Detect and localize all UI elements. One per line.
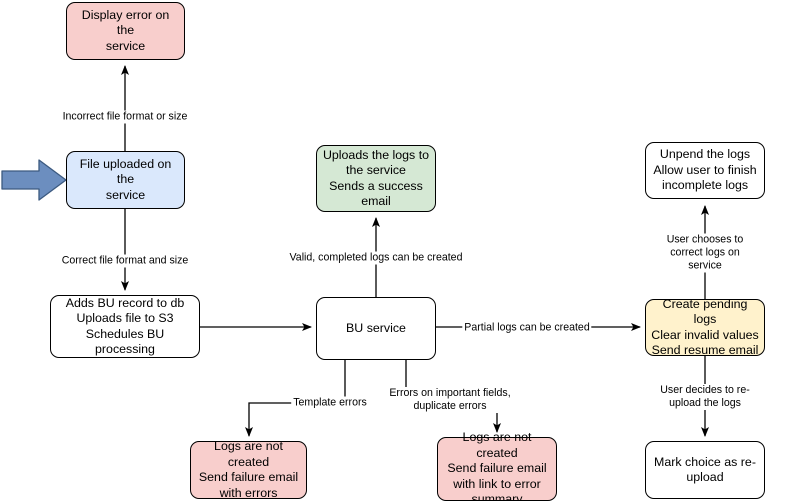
node-display-error[interactable]: Display error on the service: [66, 2, 185, 60]
node-unpend-logs[interactable]: Unpend the logs Allow user to finish inc…: [645, 142, 765, 199]
edge-label-valid-completed-logs: Valid, completed logs can be created: [287, 251, 465, 265]
node-bu-service[interactable]: BU service: [316, 297, 436, 360]
entry-arrow: [1, 159, 67, 201]
node-create-pending-logs[interactable]: Create pending logs Clear invalid values…: [645, 297, 765, 357]
node-logs-not-created-with-errors[interactable]: Logs are not created Send failure email …: [190, 439, 307, 500]
edge-label-correct-file-format: Correct file format and size: [59, 254, 191, 268]
edge-label-partial-logs: Partial logs can be created: [462, 321, 592, 335]
node-uploads-logs-success[interactable]: Uploads the logs to the service Sends a …: [316, 145, 436, 212]
edge-label-user-chooses-correct-logs: User chooses to correct logs on service: [657, 233, 753, 273]
node-file-uploaded-on-service[interactable]: File uploaded on the service: [66, 151, 185, 209]
node-mark-choice-as-reupload[interactable]: Mark choice as re- upload: [645, 441, 765, 499]
edge-label-incorrect-file-format: Incorrect file format or size: [60, 110, 190, 124]
edge-label-template-errors: Template errors: [291, 396, 369, 410]
edge-label-errors-important-fields: Errors on important fields, duplicate er…: [387, 387, 513, 413]
node-adds-bu-record[interactable]: Adds BU record to db Uploads file to S3 …: [50, 295, 200, 358]
node-logs-not-created-error-summary[interactable]: Logs are not created Send failure email …: [437, 430, 557, 501]
edge-label-user-decides-reupload: User decides to re-upload the logs: [657, 384, 753, 410]
